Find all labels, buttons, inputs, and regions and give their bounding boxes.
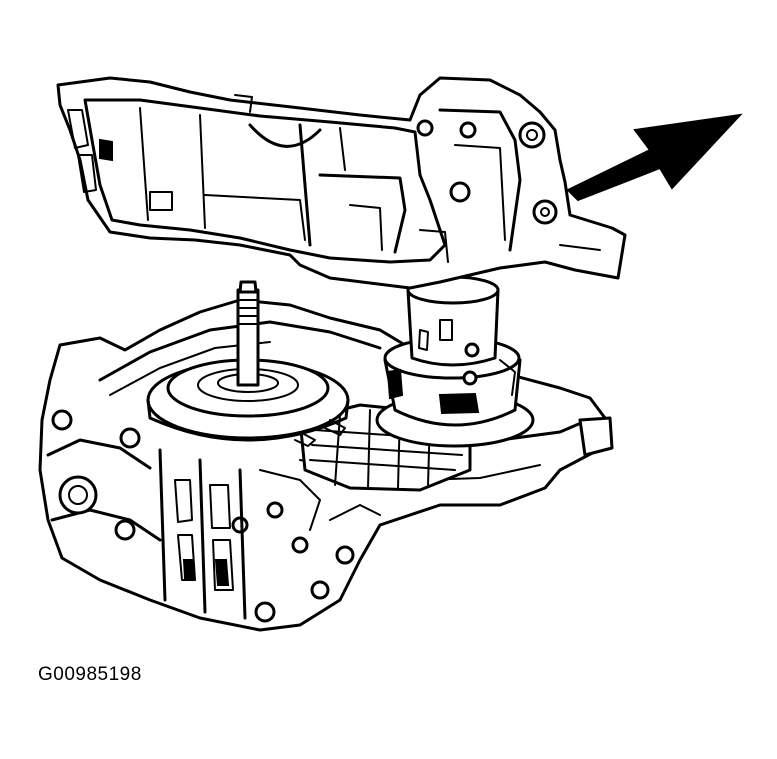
case-cover <box>56 76 627 290</box>
clutch-drum <box>375 275 535 448</box>
input-shaft <box>236 280 260 387</box>
differential-gear <box>146 358 350 447</box>
pointer-arrow-icon <box>566 113 743 202</box>
figure-id-label: G00985198 <box>38 664 142 685</box>
